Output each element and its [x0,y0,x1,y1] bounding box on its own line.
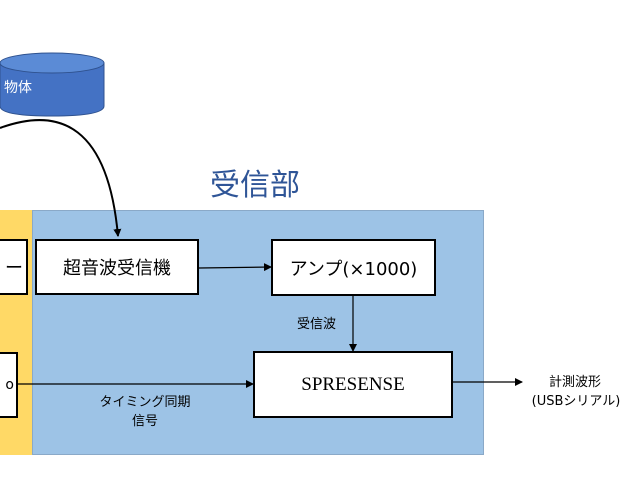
amplifier-block: アンプ(×1000) [271,239,436,296]
left-top-block-label: ー [5,258,23,279]
received-wave-label: 受信波 [297,317,337,332]
left-bottom-block: o [0,352,18,418]
object-label: 物体 [4,80,32,96]
output-label-line1: 計測波形 [548,375,601,390]
left-bottom-block-label: o [5,377,14,393]
timing-sync-label-line2: 信号 [131,414,158,429]
amplifier-label: アンプ(×1000) [289,258,418,280]
object-cylinder [0,52,105,117]
ultrasonic-receiver-block: 超音波受信機 [35,239,199,295]
left-top-block: ー [0,239,28,295]
reflection-arrow [0,119,122,237]
timing-sync-label-line1: タイミング同期 [99,395,191,410]
ultrasonic-receiver-label: 超音波受信機 [63,258,171,279]
spresense-block: SPRESENSE [253,351,453,418]
receiver-section-title: 受信部 [210,168,300,203]
spresense-label: SPRESENSE [301,373,405,395]
output-label-line2: (USBシリアル) [531,394,621,409]
arrow-receiver-to-amp [198,263,272,272]
